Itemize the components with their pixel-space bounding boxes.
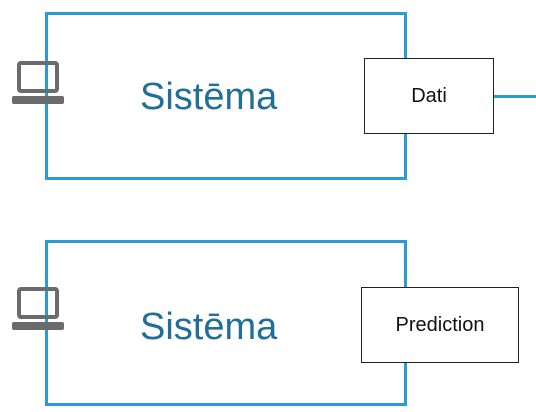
laptop-icon [12,287,64,330]
system-label-top: Sistēma [140,76,278,118]
data-box-dati: Dati [364,58,494,134]
outgoing-connector-line [494,95,536,98]
data-box-label: Dati [411,84,447,107]
laptop-icon [12,61,64,104]
data-box-label: Prediction [395,313,485,336]
system-label-bottom: Sistēma [140,306,278,348]
data-box-prediction: Prediction [361,287,519,363]
